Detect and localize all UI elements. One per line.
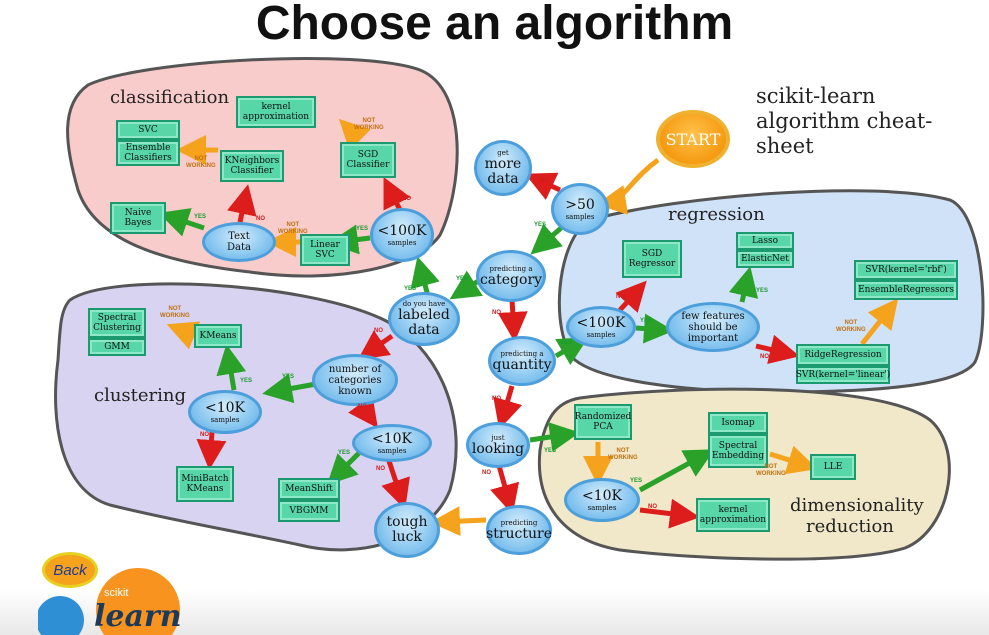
start-node[interactable]: START [656,110,730,168]
region-label-reduction: reduction [806,516,894,537]
label-no: NO [616,294,625,300]
estimator-lasso[interactable]: Lasso [736,232,794,250]
svg-text:learn: learn [94,599,182,634]
label-no: NO [760,354,769,360]
decision-classification-lt100k[interactable]: <100K samples [370,208,434,262]
page-title: Choose an algorithm [255,0,734,50]
cheat-sheet-subtitle: scikit-learn algorithm cheat-sheet [756,84,989,159]
estimator-naive-bayes[interactable]: Naive Bayes [110,202,166,234]
subtitle-line-2: algorithm cheat-sheet [756,109,933,158]
tough-luck-node[interactable]: tough luck [374,502,440,558]
estimator-svr-linear[interactable]: SVR(kernel='linear') [796,366,890,384]
svg-text:scikit: scikit [104,587,128,599]
label-yes: YES [240,378,253,384]
arrow-quantity-yes [554,336,589,366]
estimator-ridge-regression[interactable]: RidgeRegression [796,344,890,366]
arrow-structure-to-toughluck [430,506,487,537]
scikit-learn-logo: scikit learn [38,568,182,635]
arrow-looking-no [490,461,520,515]
get-more-data-node[interactable]: get more data [474,140,532,196]
subtitle-line-1: scikit-learn [756,84,876,108]
estimator-kneighbors-classifier[interactable]: KNeighbors Classifier [220,150,284,182]
region-label-dimensionality: dimensionality [790,495,924,516]
estimator-vbgmm[interactable]: VBGMM [278,500,340,522]
estimator-kernel-approximation-dimensionality[interactable]: kernel approximation [696,498,770,532]
decision-text-data[interactable]: Text Data [202,222,276,262]
region-label-classification: classification [110,87,230,108]
estimator-gmm[interactable]: GMM [88,338,146,356]
arrow-quantity-no [493,385,523,430]
decision-number-of-categories[interactable]: number of categories known [312,354,398,406]
back-button[interactable]: Back [42,552,98,588]
estimator-linear-svc[interactable]: Linear SVC [300,234,350,266]
estimator-svr-rbf[interactable]: SVR(kernel='rbf') [854,260,958,280]
decision-clustering-lt10k-b[interactable]: <10K samples [352,424,432,462]
decision-predicting-category[interactable]: predicting a category [476,250,546,302]
arrow-start-to-gt50 [596,157,660,215]
label-no: NO [482,470,491,476]
label-no: NO [256,216,265,222]
arrow-gt50-no [524,172,562,201]
label-no: NO [492,396,501,402]
label-no: NO [376,466,385,472]
decision-labeled-data[interactable]: do you have labeled data [388,292,460,346]
region-label-clustering: clustering [94,385,187,406]
decision-gt50-samples[interactable]: >50 samples [551,183,609,235]
label-yes: YES [534,222,547,228]
decision-dimensionality-lt10k[interactable]: <10K samples [564,478,640,522]
label-yes: YES [640,318,653,324]
arrow-looking-yes [529,422,580,452]
arrow-labeled-yes [410,256,440,297]
label-no: NO [374,328,383,334]
estimator-sgd-classifier[interactable]: SGD Classifier [340,142,396,178]
label-no: NO [540,178,549,184]
estimator-svc[interactable]: SVC [116,120,180,140]
label-yes: YES [560,340,573,346]
decision-just-looking[interactable]: just looking [466,422,530,468]
decision-predicting-quantity[interactable]: predicting a quantity [488,336,556,386]
label-yes: YES [404,286,417,292]
estimator-spectral-embedding[interactable]: Spectral Embedding [708,434,768,468]
decision-regression-lt100k[interactable]: <100K samples [566,306,636,348]
estimator-minibatch-kmeans[interactable]: MiniBatch KMeans [176,466,234,502]
estimator-isomap[interactable]: Isomap [708,412,768,434]
estimator-elasticnet[interactable]: ElasticNet [736,250,794,268]
estimator-lle[interactable]: LLE [810,454,856,480]
label-yes: YES [282,374,295,380]
estimator-kernel-approximation-classification[interactable]: kernel approximation [236,96,316,128]
region-label-regression: regression [668,204,765,225]
dimensionality-region [537,387,951,561]
estimator-randomized-pca[interactable]: Randomized PCA [574,404,632,440]
label-no: NO [358,404,367,410]
estimator-spectral-clustering[interactable]: Spectral Clustering [88,308,146,338]
label-no: NO [492,310,501,316]
label-yes: YES [544,448,557,454]
label-yes: YES [456,276,469,282]
label-yes: YES [194,214,207,220]
estimator-ensemble-classifiers[interactable]: Ensemble Classifiers [116,140,180,166]
arrow-category-no [497,299,528,342]
label-yes: YES [338,450,351,456]
label-yes: YES [756,288,769,294]
label-yes: YES [356,226,369,232]
estimator-sgd-regressor[interactable]: SGD Regressor [622,240,682,278]
estimator-kmeans[interactable]: KMeans [194,324,242,348]
label-no: NO [648,504,657,510]
label-no: NO [200,432,209,438]
decision-predicting-structure[interactable]: predicting structure [486,505,552,555]
decision-few-features[interactable]: few features should be important [666,302,760,352]
label-yes: YES [630,478,643,484]
arrow-labeled-no [357,330,394,360]
estimator-ensemble-regressors[interactable]: EnsembleRegressors [854,280,958,300]
decision-clustering-lt10k-a[interactable]: <10K samples [188,390,262,434]
estimator-meanshift[interactable]: MeanShift [278,478,340,500]
label-no: NO [402,196,411,202]
